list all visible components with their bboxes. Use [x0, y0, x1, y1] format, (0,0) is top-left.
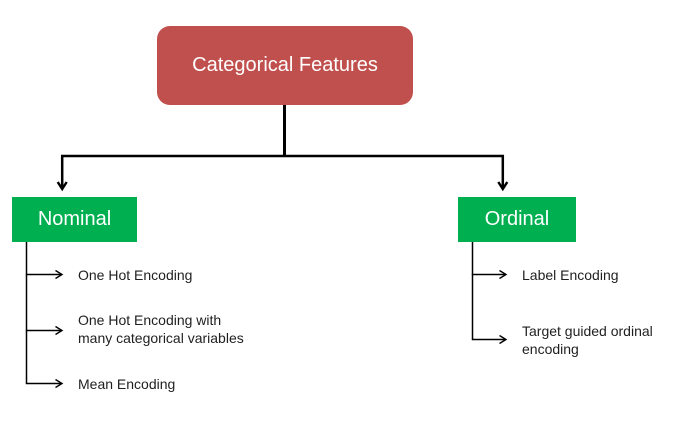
nominal-node-label: Nominal	[37, 208, 112, 230]
leaf-item-one-hot-encoding: One Hot Encoding	[78, 267, 193, 283]
branch-node-nominal: Nominal	[12, 197, 137, 242]
ordinal-node-label: Ordinal	[484, 208, 550, 230]
root-node-label: Categorical Features	[192, 54, 378, 76]
branch-node-ordinal: Ordinal	[458, 197, 576, 242]
leaf-item-target-guided-ordinal-encoding: Target guided ordinal encoding	[522, 323, 653, 357]
leaf-item-label-encoding: Label Encoding	[522, 267, 619, 283]
leaf-item-mean-encoding: Mean Encoding	[78, 376, 176, 392]
root-node-categorical-features: Categorical Features	[157, 26, 413, 105]
leaf-item-one-hot-encoding-many-variables: One Hot Encoding with many categorical v…	[78, 312, 244, 346]
